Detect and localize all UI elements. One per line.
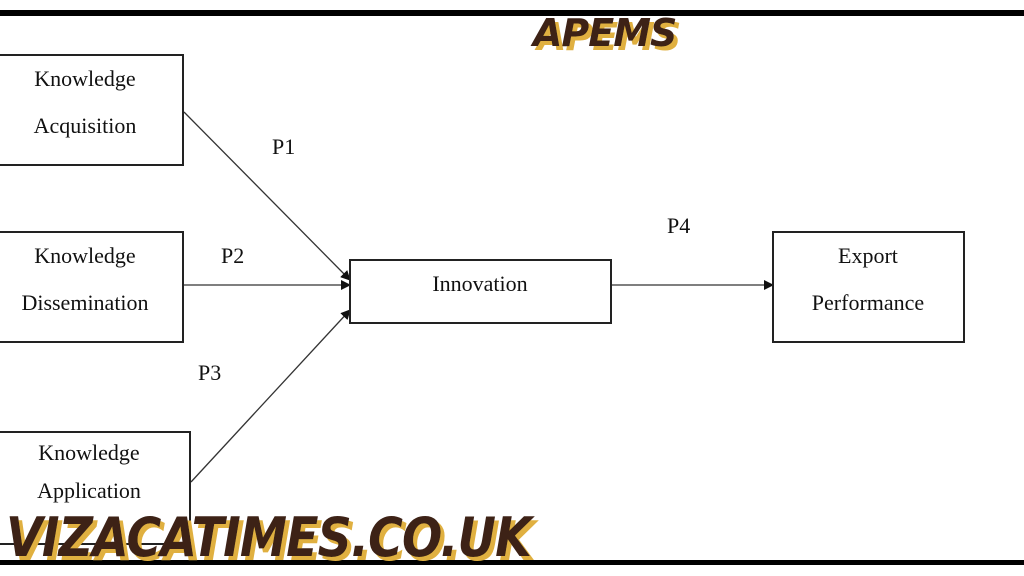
node-label: Knowledge: [38, 440, 139, 465]
node-knowledge-acquisition: Knowledge Acquisition: [0, 54, 184, 166]
edge-label-p3: P3: [198, 360, 221, 385]
watermark-top: APEMS: [530, 11, 676, 55]
edge-p1: [183, 111, 351, 281]
node-label: Export: [838, 243, 898, 268]
edge-label-p2: P2: [221, 243, 244, 268]
node-label: Application: [37, 478, 141, 503]
top-border: [0, 10, 1024, 16]
watermark-bottom: VIZACATIMES.CO.UK: [6, 506, 536, 569]
node-label: Knowledge: [34, 243, 135, 268]
node-label: Performance: [812, 290, 924, 315]
node-innovation: Innovation: [349, 259, 612, 324]
edge-label-p4: P4: [667, 213, 690, 238]
bottom-border: [0, 560, 1024, 565]
edge-label-p1: P1: [272, 134, 295, 159]
node-label: Dissemination: [21, 290, 148, 315]
edge-p3: [190, 309, 351, 483]
node-knowledge-application: Knowledge Application: [0, 431, 191, 545]
node-label: Knowledge: [34, 66, 135, 91]
node-label: Acquisition: [34, 113, 137, 138]
node-export-performance: Export Performance: [772, 231, 965, 343]
node-knowledge-dissemination: Knowledge Dissemination: [0, 231, 184, 343]
node-label: Innovation: [432, 271, 527, 296]
